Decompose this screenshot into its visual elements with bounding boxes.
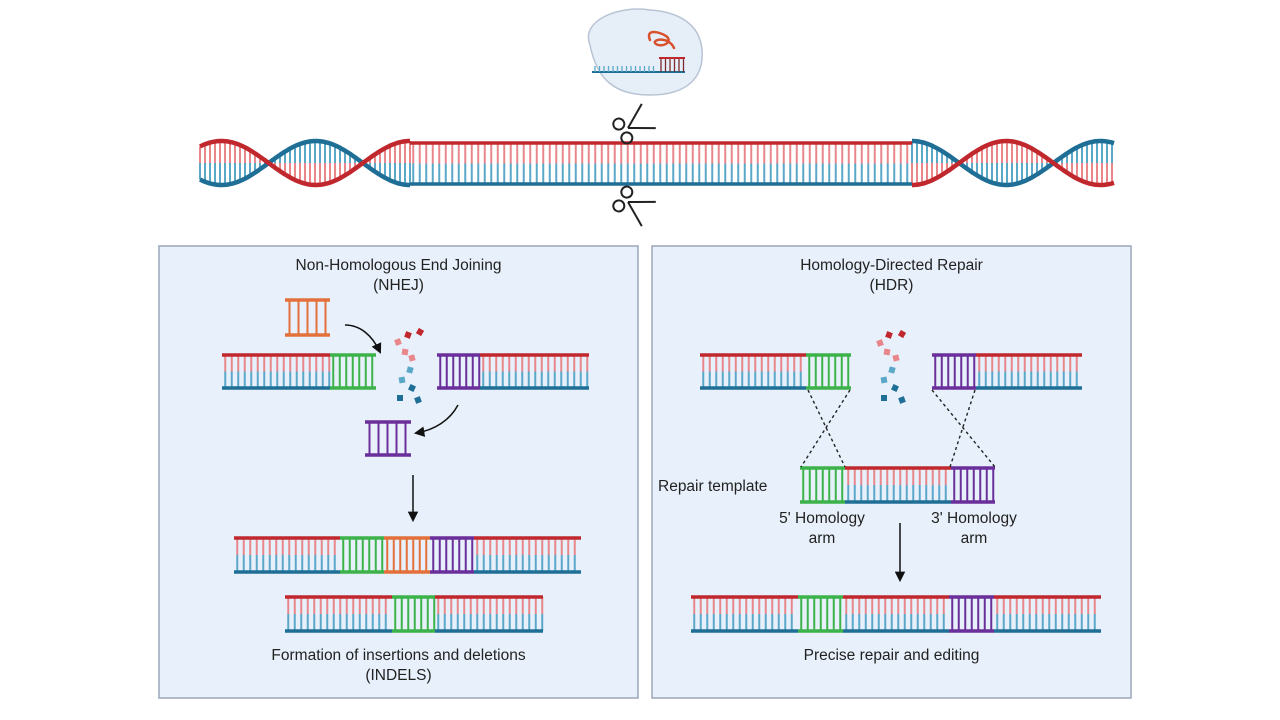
dna-segment [410, 141, 912, 186]
scissors-icon [612, 103, 656, 145]
dna-segment [480, 353, 589, 390]
dna-debris-icon [394, 327, 907, 404]
purple-segment [365, 420, 411, 457]
purple-segment [949, 595, 994, 633]
dna-segment [435, 595, 544, 633]
nhej-caption-abbr: (INDELS) [365, 667, 432, 684]
insert-arrow [344, 324, 382, 354]
purple-segment [951, 466, 995, 504]
nhej-caption: Formation of insertions and deletions [271, 647, 526, 664]
dna-segment [222, 353, 331, 390]
green-segment [330, 353, 376, 390]
nhej-panel [158, 245, 639, 699]
nhej-title: Non-Homologous End Joining [295, 257, 502, 274]
green-segment [806, 353, 851, 390]
dna-segment [976, 353, 1082, 390]
cas9-complex-icon [587, 8, 703, 96]
dna-segment [994, 595, 1101, 633]
repair-template-label: Repair template [658, 478, 768, 495]
hdr-caption: Precise repair and editing [803, 647, 980, 664]
green-segment [800, 466, 845, 504]
purple-segment [437, 353, 481, 390]
orange-segment [285, 298, 330, 337]
crossover-lines [800, 389, 996, 468]
purple-segment [932, 353, 976, 390]
orange-segment [384, 536, 430, 574]
dna-segment [234, 536, 340, 574]
dna-helix-icon [199, 138, 1115, 188]
insert-arrow [413, 404, 459, 437]
scissors-icon [612, 185, 656, 227]
guide-rna-icon [647, 30, 676, 50]
arm3-label: 3' Homology [931, 510, 1017, 527]
nhej-abbr: (NHEJ) [373, 277, 424, 294]
hdr-abbr: (HDR) [869, 277, 914, 294]
dna-segment [845, 466, 951, 504]
purple-segment [430, 536, 474, 574]
dna-segment [843, 595, 949, 633]
arm5-label-line2: arm [808, 530, 836, 547]
green-segment [340, 536, 384, 574]
dna-segment [474, 536, 581, 574]
green-segment [798, 595, 843, 633]
hdr-title: Homology-Directed Repair [800, 257, 983, 274]
green-segment [392, 595, 436, 633]
dna-segment [285, 595, 392, 633]
dna-segment [700, 353, 806, 390]
arm5-label: 5' Homology [779, 510, 865, 527]
arm3-label-line2: arm [960, 530, 988, 547]
dna-segment [691, 595, 798, 633]
